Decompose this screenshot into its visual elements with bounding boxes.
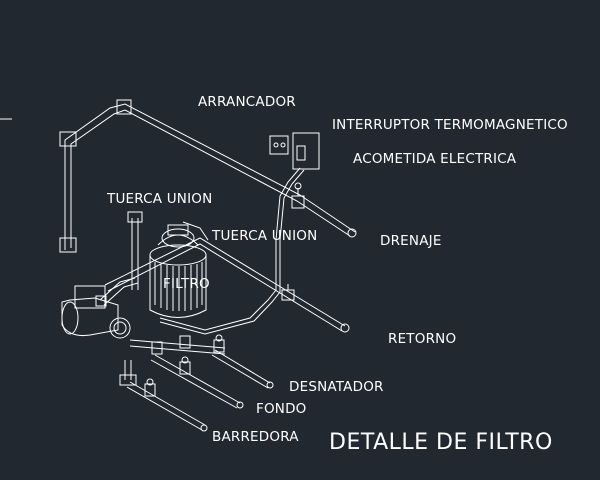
label-retorno: RETORNO: [388, 331, 457, 347]
union-fitting: [127, 211, 143, 290]
label-tuerca-union-1: TUERCA UNION: [107, 191, 213, 207]
label-tuerca-union-2: TUERCA UNION: [212, 228, 318, 244]
pump-motor: [61, 277, 139, 339]
return-pipe: [104, 237, 350, 333]
breaker-box: [292, 132, 320, 170]
label-filtro: FILTRO: [163, 276, 210, 292]
label-drenaje: DRENAJE: [380, 233, 442, 249]
barredora-line: [126, 378, 208, 432]
label-desnatador: DESNATADOR: [289, 379, 384, 395]
label-interruptor: INTERRUPTOR TERMOMAGNETICO: [332, 117, 568, 133]
drawing-title: DETALLE DE FILTRO: [329, 430, 553, 455]
arrancador-box: [269, 135, 289, 155]
label-barredora: BARREDORA: [212, 429, 299, 445]
desnatador-line: [211, 334, 274, 389]
suction-manifold: [119, 335, 226, 386]
label-arrancador: ARRANCADOR: [198, 94, 296, 110]
label-fondo: FONDO: [256, 401, 307, 417]
upper-loop-pipe: [59, 99, 356, 253]
fondo-line: [150, 354, 244, 409]
drain-valve: [291, 182, 357, 238]
label-acometida: ACOMETIDA ELECTRICA: [353, 151, 517, 167]
filter-tank: [149, 221, 209, 318]
